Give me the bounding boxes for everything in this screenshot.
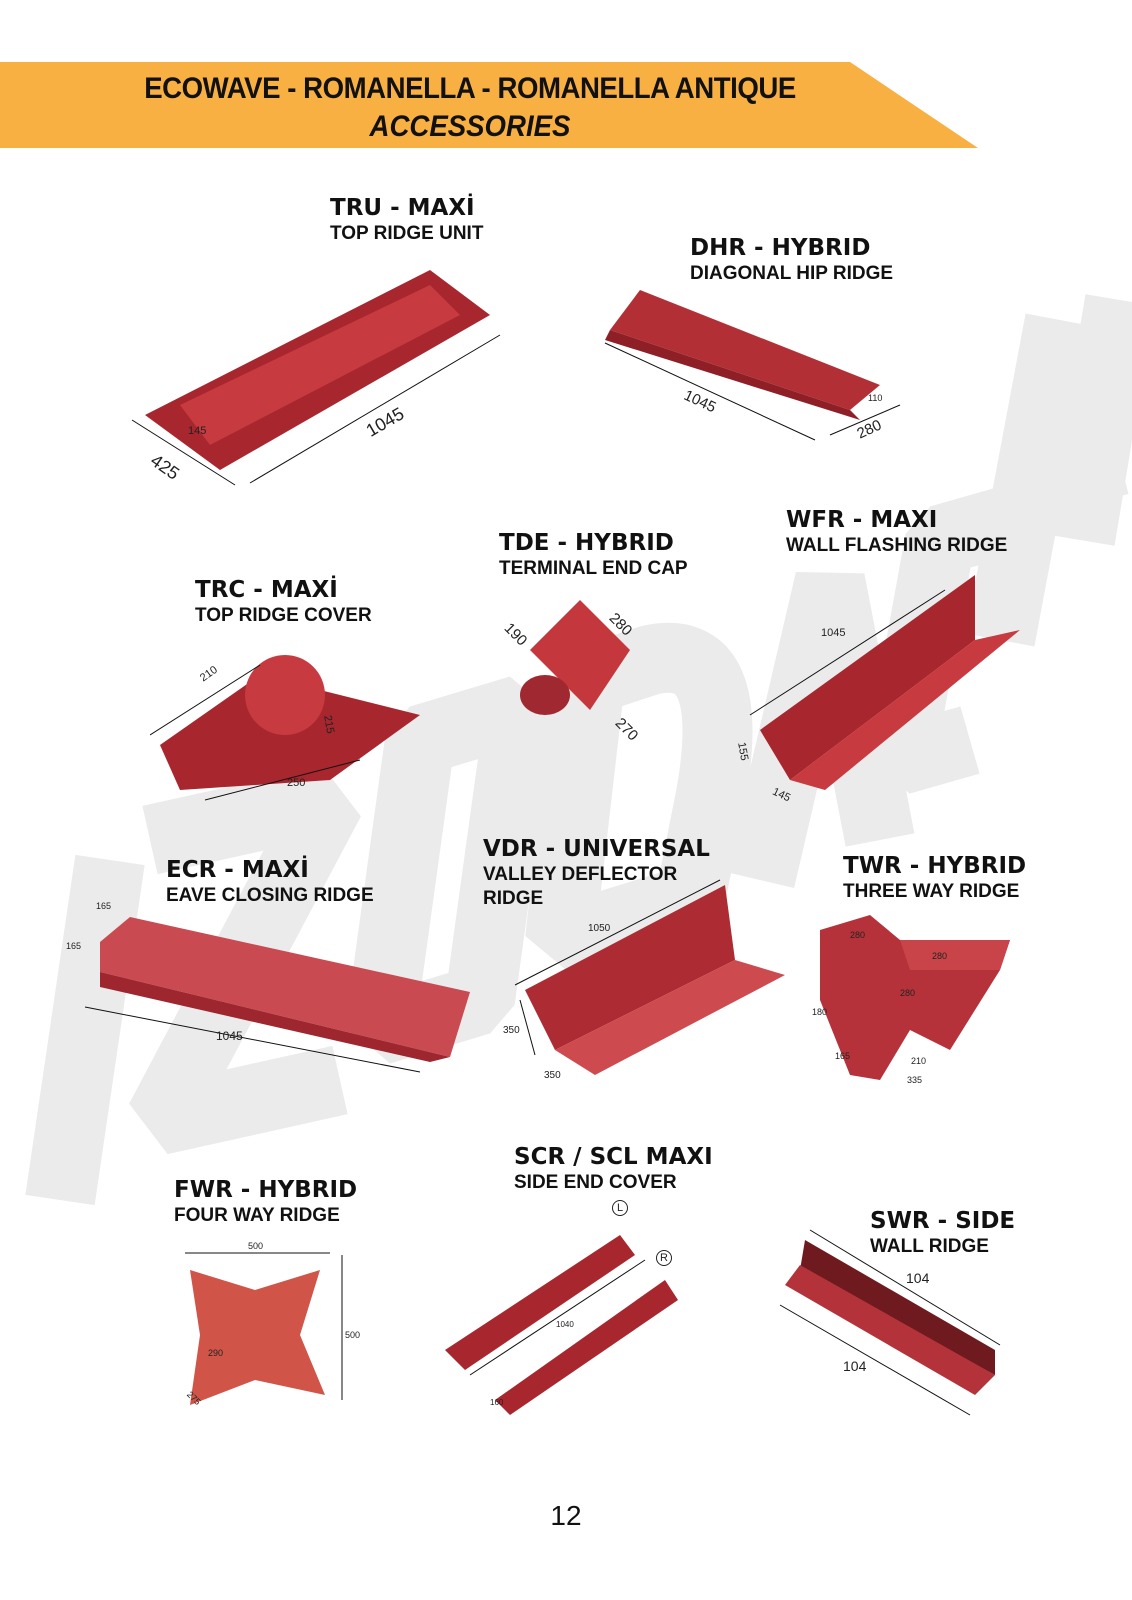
product-title-tde: TDE - HYBRID TERMINAL END CAP <box>499 530 688 579</box>
trc-product-image <box>150 655 420 801</box>
page-number: 12 <box>550 1500 582 1531</box>
right-marker: R <box>656 1250 672 1266</box>
product-title-vdr: VDR - UNIVERSAL VALLEY DEFLECTOR RIDGE <box>483 836 710 909</box>
header-title: ECOWAVE - ROMANELLA - ROMANELLA ANTIQUE <box>144 72 796 105</box>
product-title-swr: SWR - SIDE WALL RIDGE <box>870 1208 1016 1257</box>
scr-product-image <box>445 1235 678 1415</box>
tru-product-image <box>131 270 501 486</box>
product-title-scr: SCR / SCL MAXI SIDE END COVER <box>514 1144 713 1193</box>
product-title-trc: TRC - MAXİ TOP RIDGE COVER <box>195 577 372 626</box>
product-title-dhr: DHR - HYBRID DIAGONAL HIP RIDGE <box>690 235 894 284</box>
product-title-twr: TWR - HYBRID THREE WAY RIDGE <box>843 853 1027 902</box>
product-title-ecr: ECR - MAXİ EAVE CLOSING RIDGE <box>166 857 374 906</box>
twr-product-image <box>820 915 1010 1080</box>
fwr-product-image <box>185 1252 343 1405</box>
product-title-tru: TRU - MAXİ TOP RIDGE UNIT <box>330 195 484 244</box>
wfr-product-image <box>749 575 1020 790</box>
header-banner: ECOWAVE - ROMANELLA - ROMANELLA ANTIQUE … <box>0 62 1000 152</box>
product-title-wfr: WFR - MAXI WALL FLASHING RIDGE <box>786 507 1008 556</box>
product-title-fwr: FWR - HYBRID FOUR WAY RIDGE <box>174 1177 358 1226</box>
ecr-product-image <box>84 917 470 1073</box>
swr-product-image <box>779 1229 1001 1416</box>
vdr-product-image <box>514 879 785 1075</box>
dhr-product-image <box>604 290 901 441</box>
header-subtitle: ACCESSORIES <box>369 110 571 143</box>
left-marker: L <box>612 1200 628 1216</box>
tde-product-image <box>520 600 630 715</box>
